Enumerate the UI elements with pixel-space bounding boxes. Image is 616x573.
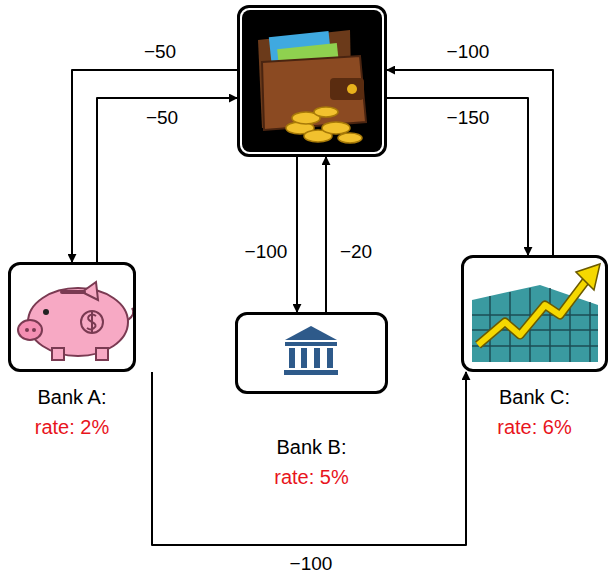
bank-name: Bank A: bbox=[38, 385, 107, 409]
bank-name: Bank C: bbox=[499, 385, 570, 409]
amount-label: −100 bbox=[243, 241, 290, 263]
interest-rate: rate: 2% bbox=[35, 415, 109, 439]
amount-label: −50 bbox=[142, 41, 178, 63]
interest-rate: rate: 6% bbox=[497, 415, 571, 439]
wallet-box bbox=[237, 5, 387, 157]
bank-box: Bank A:rate: 2% bbox=[8, 262, 136, 372]
money-flow-arrow bbox=[325, 157, 327, 312]
money-flow-arrow bbox=[72, 70, 237, 262]
bank-name: Bank B: bbox=[276, 435, 346, 459]
money-flow-arrow bbox=[152, 372, 466, 545]
amount-label: −150 bbox=[445, 107, 492, 129]
bank-box: Bank C:rate: 6% bbox=[461, 255, 608, 372]
growth-chart-illustration bbox=[472, 264, 600, 362]
bank-box: Bank B:rate: 5% bbox=[235, 312, 388, 394]
money-flow-arrow bbox=[387, 70, 553, 255]
piggy-bank-illustration bbox=[18, 282, 133, 360]
interest-rate: rate: 5% bbox=[274, 465, 348, 489]
bank-building-illustration bbox=[284, 326, 338, 375]
wallet-illustration bbox=[242, 10, 382, 152]
money-flow-arrow bbox=[97, 98, 237, 262]
amount-label: −100 bbox=[288, 553, 335, 573]
amount-label: −50 bbox=[144, 107, 180, 129]
amount-label: −20 bbox=[338, 241, 374, 263]
money-flow-arrow bbox=[387, 98, 528, 255]
amount-label: −100 bbox=[445, 41, 492, 63]
money-flow-arrow bbox=[296, 157, 298, 312]
